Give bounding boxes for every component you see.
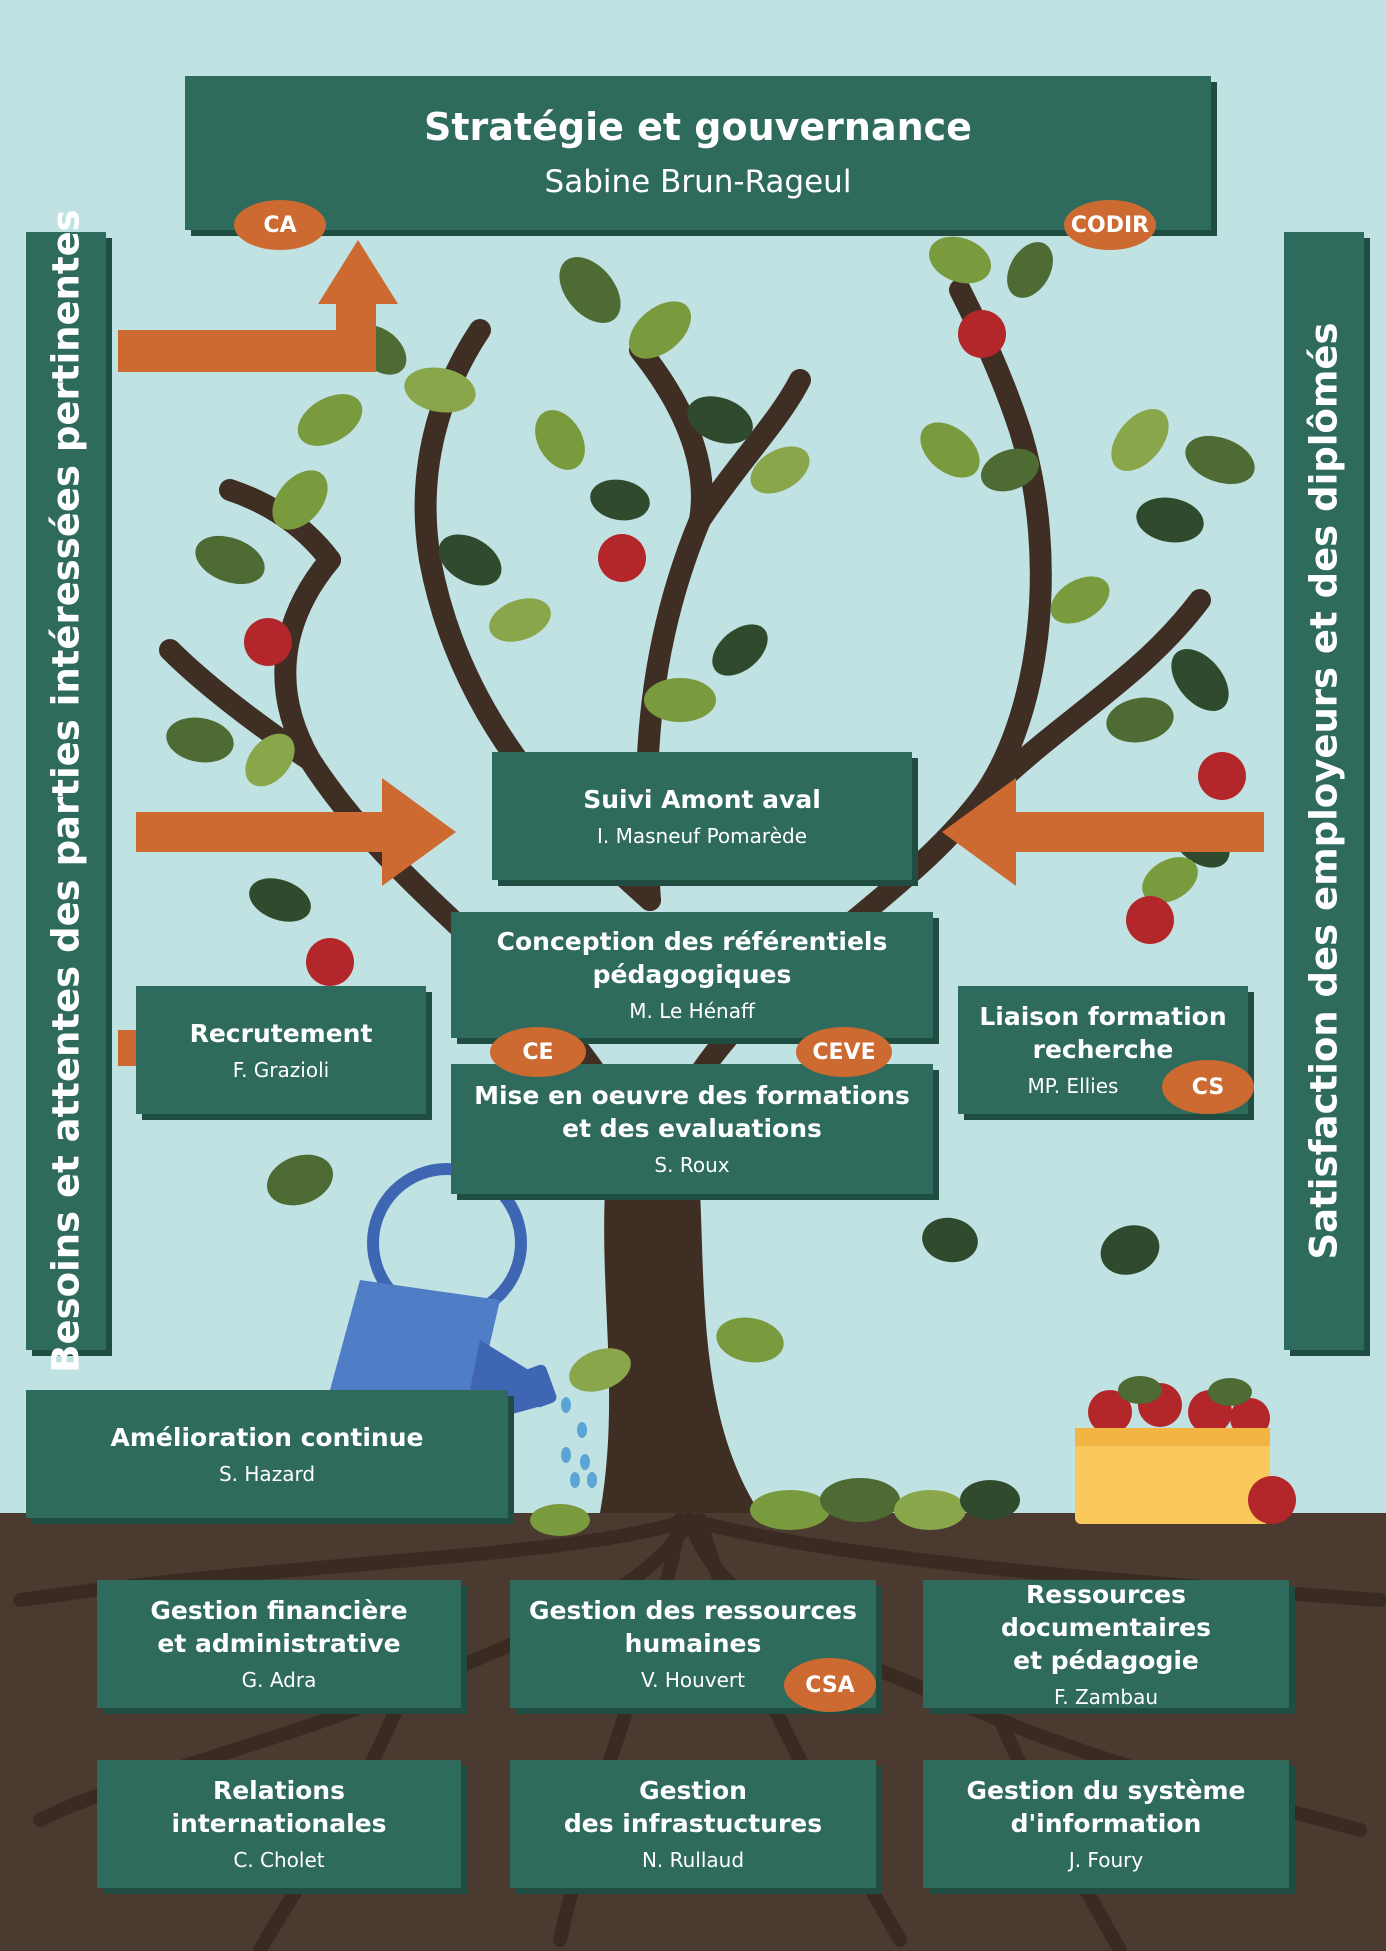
- right-banner-text: Satisfaction des employeurs et des diplô…: [1302, 322, 1346, 1260]
- badge-ceve: CEVE: [796, 1027, 892, 1077]
- badge-codir: CODIR: [1064, 200, 1156, 250]
- finance-title: Gestion financière et administrative: [150, 1596, 408, 1658]
- si-box: Gestion du système d'information J. Four…: [923, 1760, 1289, 1888]
- conception-title: Conception des référentiels pédagogiques: [496, 927, 888, 989]
- fruit-basket: [1075, 1376, 1296, 1524]
- rh-title: Gestion des ressources humaines: [529, 1596, 857, 1658]
- suivi-person: I. Masneuf Pomarède: [596, 823, 807, 848]
- suivi-title: Suivi Amont aval: [583, 784, 821, 814]
- conception-box: Conception des référentiels pédagogiques…: [451, 912, 933, 1038]
- docs-title: Ressources documentaires et pédagogie: [1000, 1579, 1212, 1675]
- governance-box: Stratégie et gouvernance Sabine Brun-Rag…: [185, 76, 1211, 230]
- infrastructures-box: Gestion des infrastuctures N. Rullaud: [510, 1760, 876, 1888]
- left-banner: Besoins et attentes des parties intéress…: [26, 209, 106, 1373]
- mise-en-oeuvre-box: Mise en oeuvre des formations et des eva…: [451, 1064, 933, 1194]
- arrow-up-to-governance: [118, 240, 398, 372]
- arrow-right-to-tree: [136, 778, 456, 886]
- badge-cs: CS: [1162, 1060, 1254, 1114]
- finance-person: G. Adra: [241, 1668, 317, 1692]
- international-box: Relations internationales C. Cholet: [97, 1760, 461, 1888]
- si-title: Gestion du système d'information: [966, 1776, 1246, 1838]
- apples: [244, 310, 1246, 986]
- recrutement-person: F. Grazioli: [232, 1057, 330, 1082]
- amelioration-title: Amélioration continue: [110, 1422, 424, 1452]
- badge-ca: CA: [234, 200, 326, 250]
- recrutement-box: Recrutement F. Grazioli: [136, 986, 426, 1114]
- arrow-left-to-tree: [942, 778, 1264, 886]
- badge-csa: CSA: [784, 1658, 876, 1712]
- right-banner: Satisfaction des employeurs et des diplô…: [1284, 232, 1364, 1350]
- liaison-person: MP. Ellies: [1027, 1074, 1119, 1098]
- mise-en-oeuvre-title: Mise en oeuvre des formations et des eva…: [474, 1081, 910, 1143]
- badge-ce: CE: [490, 1027, 586, 1077]
- infrastructures-title: Gestion des infrastuctures: [563, 1776, 823, 1838]
- suivi-box: Suivi Amont aval I. Masneuf Pomarède: [492, 752, 912, 880]
- tree-trunk: [600, 1190, 760, 1513]
- amelioration-box: Amélioration continue S. Hazard: [26, 1390, 508, 1518]
- docs-box: Ressources documentaires et pédagogie F.…: [923, 1579, 1289, 1709]
- amelioration-person: S. Hazard: [218, 1461, 316, 1486]
- tree-leaves: [166, 236, 1255, 1536]
- left-banner-text: Besoins et attentes des parties intéress…: [44, 209, 88, 1373]
- docs-person: F. Zambau: [1053, 1684, 1159, 1709]
- recrutement-title: Recrutement: [189, 1018, 373, 1048]
- si-person: J. Foury: [1068, 1848, 1144, 1872]
- governance-title: Stratégie et gouvernance: [424, 105, 972, 149]
- mise-en-oeuvre-person: S. Roux: [654, 1153, 730, 1177]
- governance-person: Sabine Brun-Rageul: [544, 164, 852, 200]
- liaison-title: Liaison formation recherche: [979, 1002, 1227, 1064]
- rh-person: V. Houvert: [641, 1668, 745, 1692]
- conception-person: M. Le Hénaff: [629, 999, 755, 1023]
- infrastructures-person: N. Rullaud: [641, 1848, 745, 1872]
- finance-box: Gestion financière et administrative G. …: [97, 1580, 461, 1708]
- international-title: Relations internationales: [171, 1776, 387, 1838]
- international-person: C. Cholet: [233, 1848, 325, 1872]
